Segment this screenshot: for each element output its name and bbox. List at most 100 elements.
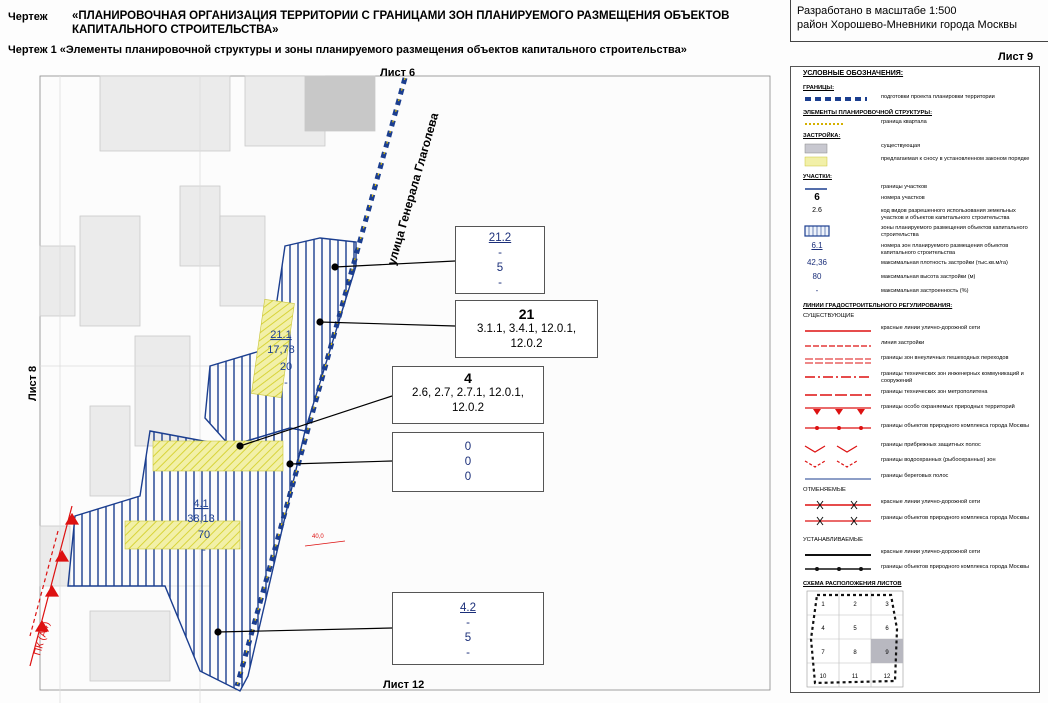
legend-heading-lines: ЛИНИИ ГРАДОСТРОИТЕЛЬНОГО РЕГУЛИРОВАНИЯ: (803, 303, 953, 309)
callout-plot-number: 21 (518, 306, 535, 322)
scheme-cell-label: 5 (853, 626, 857, 632)
legend-row-zone: зоны планируемого размещения объектов ка… (803, 225, 1035, 239)
nature-cancelled-symbol (805, 516, 871, 526)
legend-row-protected: границы особо охраняемых природных терри… (803, 404, 1035, 418)
zone-a-height: 20 (280, 361, 292, 373)
sheet-ref-bottom: Лист 12 (383, 679, 424, 691)
legend-row-density: 42,36 максимальная плотность застройки (… (806, 258, 1008, 267)
legend-row-red-line: красные линии улично-дорожной сети (803, 325, 1035, 337)
callout-plot-4: 4 2.6, 2.7, 2.7.1, 12.0.1, 12.0.2 (392, 366, 544, 424)
legend-row-demolish: предлагаемая к сносу в установленном зак… (803, 156, 1035, 172)
plot-border-symbol (805, 188, 827, 190)
legend-row-project: подготовки проекта планировки территории (803, 94, 1035, 106)
scheme-cell-label: 9 (885, 650, 889, 656)
zone-a-number: 21.1 (270, 329, 291, 341)
leader-lines (214, 260, 456, 636)
nature-established-symbol (805, 567, 871, 571)
legend-row-engineering: границы технических зон инженерных комму… (803, 371, 1035, 385)
site-plan: 40,0 21.1 17,78 20 - 4.1 38,13 70 - ули (27, 67, 771, 703)
zone-a-density: 17,78 (267, 344, 295, 356)
legend-row-plot-number: 6 номера участков (814, 192, 925, 203)
legend-heading-elements: ЭЛЕМЕНТЫ ПЛАНИРОВОЧНОЙ СТРУКТУРЫ: (803, 110, 932, 116)
legend-heading-plots: УЧАСТКИ: (803, 174, 832, 180)
callout-percent: - (466, 647, 470, 659)
zone-b-density: 38,13 (187, 513, 215, 525)
callout-plot-21: 21 3.1.1, 3.4.1, 12.0.1, 12.0.2 (455, 300, 598, 358)
project-border-symbol (805, 97, 867, 101)
sheet-ref-left: Лист 8 (27, 366, 39, 401)
legend-row-zone-number: 6.1 номера зон планируемого размещения о… (811, 241, 1009, 256)
sheet-scheme: 1 2 3 4 5 6 7 8 9 10 11 12 (806, 590, 904, 688)
drawing-title: «ПЛАНИРОВОЧНАЯ ОРГАНИЗАЦИЯ ТЕРРИТОРИИ С … (72, 10, 730, 36)
scheme-cell-label: 11 (852, 674, 859, 680)
red-line-symbol (805, 330, 871, 332)
build-line-symbol (805, 345, 871, 347)
demolish-buildings (124, 299, 295, 550)
legend: УСЛОВНЫЕ ОБОЗНАЧЕНИЯ: ГРАНИЦЫ: подготовк… (790, 66, 1040, 693)
scheme-cell-label: 4 (821, 626, 825, 632)
district-text: район Хорошево-Мневники города Москвы (797, 19, 1018, 31)
drawing-label: Чертеж (8, 11, 48, 23)
legend-row-code: 2.6 код видов разрешенного использования… (812, 207, 1016, 221)
callout-height: 5 (464, 632, 472, 644)
legend-row-existing: существующая (803, 143, 1035, 155)
callout-zone-21-2: 21.2 - 5 - (455, 226, 545, 294)
background-buildings (39, 75, 376, 703)
legend-row-red-established: красные линии улично-дорожной сети (803, 549, 1035, 561)
scheme-border (809, 593, 899, 685)
red-lines (29, 505, 80, 667)
legend-heading-established: УСТАНАВЛИВАЕМЫЕ (803, 537, 863, 543)
title-block: Разработано в масштабе 1:500 район Хорош… (790, 0, 1048, 42)
scheme-cell-label: 2 (853, 602, 857, 608)
protected-symbol (805, 407, 871, 415)
scheme-cell-label: 12 (884, 674, 891, 680)
legend-row-water: границы водоохранных (рыбоохранных) зон (803, 457, 1035, 469)
legend-row-nature: границы объектов природного комплекса го… (803, 423, 1035, 437)
legend-row-height: 80 максимальная высота застройки (м) (812, 272, 976, 281)
callout-percent: - (498, 277, 502, 289)
legend-row-shore-protect: границы прибрежных защитных полос (803, 442, 1035, 454)
scheme-cell-label: 8 (853, 650, 857, 656)
sheet-ref-top: Лист 6 (380, 67, 415, 79)
legend-row-percent: - максимальная застроенность (%) (815, 286, 969, 295)
callout-percent: 0 (464, 471, 472, 483)
zone-4-1 (67, 427, 306, 692)
scale-text: Разработано в масштабе 1:500 (797, 5, 957, 17)
nature-symbol (805, 426, 871, 430)
callout-density: - (498, 247, 502, 259)
callout-plot-codes: 2.6, 2.7, 2.7.1, 12.0.1, 12.0.2 (412, 387, 524, 414)
legend-row-pedestrian: границы зон внеуличных пешеходных перехо… (803, 355, 1035, 367)
block-border-symbol (805, 123, 843, 125)
water-symbol (804, 460, 858, 468)
callout-density: 0 (464, 441, 472, 453)
scheme-cell-label: 7 (821, 650, 825, 656)
legend-heading-existing: СУЩЕСТВУЮЩИЕ (803, 313, 855, 319)
callout-plot-number: 4 (464, 370, 472, 386)
callout-height: 5 (496, 262, 504, 274)
callout-zone-4-2: 4.2 - 5 - (392, 592, 544, 665)
legend-row-plot-border: границы участков (803, 184, 1035, 196)
legend-row-metro: границы технических зон метрополитена (803, 389, 1035, 401)
existing-building-symbol (804, 143, 828, 154)
legend-row-block: граница квартала (803, 119, 1035, 131)
shore-protect-symbol (804, 445, 858, 453)
sheet-number: Лист 9 (998, 51, 1034, 63)
scheme-cell-label: 6 (885, 626, 889, 632)
legend-heading-build: ЗАСТРОЙКА: (803, 133, 841, 139)
scheme-cell-label: 1 (821, 602, 825, 608)
metro-symbol (805, 394, 871, 396)
legend-title: УСЛОВНЫЕ ОБОЗНАЧЕНИЯ: (803, 70, 904, 77)
legend-heading-cancelled: ОТМЕНЯЕМЫЕ (803, 487, 846, 493)
callout-number: 4.2 (460, 602, 476, 614)
zone-b-number: 4.1 (193, 498, 208, 510)
scheme-cell-label: 10 (820, 674, 827, 680)
legend-row-nature-established: границы объектов природного комплекса го… (803, 564, 1035, 578)
zone-a-percent: - (284, 377, 288, 389)
callout-height: 0 (464, 456, 472, 468)
callout-plot-codes: 3.1.1, 3.4.1, 12.0.1, 12.0.2 (476, 323, 577, 350)
red-cancelled-symbol (805, 500, 871, 510)
scheme-cell-label: 3 (885, 602, 889, 608)
legend-row-nature-cancelled: границы объектов природного комплекса го… (803, 515, 1035, 529)
pedestrian-symbol (805, 358, 871, 364)
